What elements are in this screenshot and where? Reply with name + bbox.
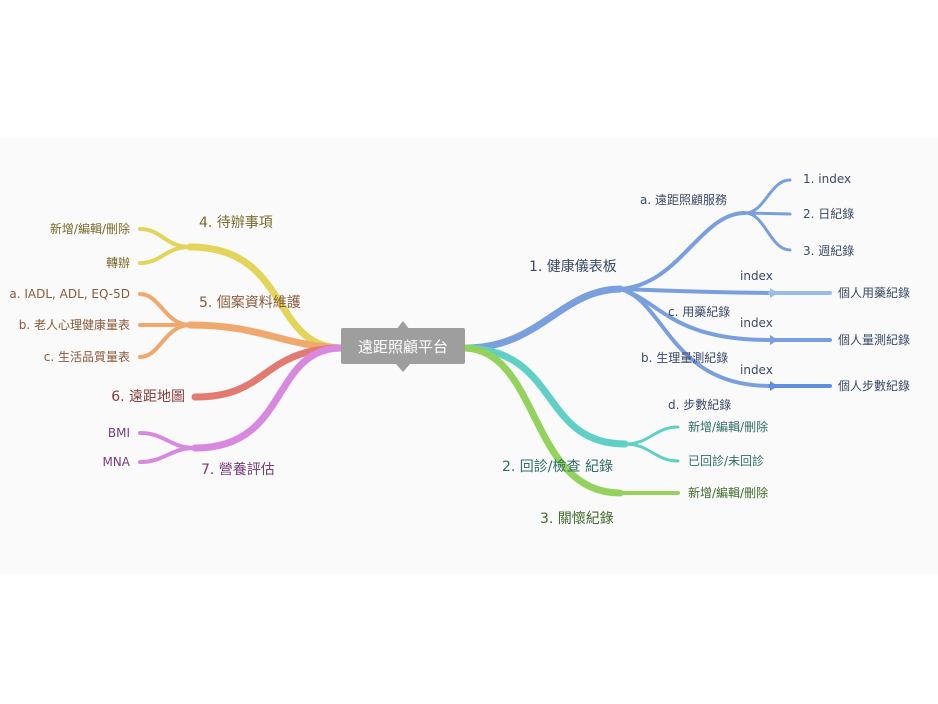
branch-4-item-1[interactable]: 新增/編輯/刪除 <box>50 221 130 236</box>
branch-1-index-label-2[interactable]: index <box>740 316 773 330</box>
branch-5-labels: 5. 個案資料維護 a. IADL, ADL, EQ-5D b. 老人心理健康量… <box>9 287 300 364</box>
branch-7-item-2[interactable]: MNA <box>102 455 130 469</box>
branch-1c-line <box>618 287 772 295</box>
arrow-1b <box>770 335 778 345</box>
branch-5-item-1[interactable]: a. IADL, ADL, EQ-5D <box>9 287 130 301</box>
branch-5-label[interactable]: 5. 個案資料維護 <box>199 294 301 311</box>
branch-1a-item-2[interactable]: 2. 日紀錄 <box>803 206 854 221</box>
branch-5-item-2[interactable]: b. 老人心理健康量表 <box>19 317 130 332</box>
branch-7-lines <box>138 344 344 464</box>
branch-5-item-1-line <box>138 292 192 327</box>
branch-2-item-1-line <box>623 425 680 446</box>
branch-4-item-2-line <box>138 245 192 265</box>
branch-7-item-1-line <box>138 431 197 450</box>
center-node-box <box>341 328 465 364</box>
branch-1c-label[interactable]: c. 用藥紀錄 <box>668 304 730 319</box>
branch-5-item-3[interactable]: c. 生活品質量表 <box>44 349 130 364</box>
branch-3-lines <box>462 344 680 497</box>
branch-4-item-2[interactable]: 轉辦 <box>106 256 130 270</box>
center-node-bottom-notch <box>396 364 410 372</box>
center-node-label: 遠距照顧平台 <box>358 338 448 356</box>
branch-2-main-line <box>462 344 629 448</box>
branch-1-record-1[interactable]: 個人用藥紀錄 <box>838 285 910 300</box>
branch-1-record-3[interactable]: 個人步數紀錄 <box>838 378 910 393</box>
center-node-top-notch <box>396 321 410 330</box>
branch-1-record-2[interactable]: 個人量測紀錄 <box>838 332 910 347</box>
branch-3-label[interactable]: 3. 關懷紀錄 <box>540 511 614 527</box>
branch-1-lines <box>462 178 832 391</box>
branch-1d-label[interactable]: d. 步數紀錄 <box>668 397 731 412</box>
branch-3-main-line <box>462 344 624 497</box>
branch-1d-line <box>618 287 772 388</box>
branch-2-item-2-line <box>623 442 680 463</box>
branch-7-main-line <box>191 344 344 452</box>
branch-1-labels: 1. 健康儀表板 a. 遠距照顧服務 1. index 2. 日紀錄 3. 週紀… <box>529 172 910 412</box>
branch-2-item-1[interactable]: 新增/編輯/刪除 <box>688 419 768 434</box>
branch-1a-item-3[interactable]: 3. 週紀錄 <box>803 243 854 258</box>
branch-6-labels: 6. 遠距地圖 <box>111 389 185 405</box>
branch-4-label[interactable]: 4. 待辦事項 <box>199 215 273 231</box>
branch-3-labels: 3. 關懷紀錄 新增/編輯/刪除 <box>540 485 768 527</box>
center-node[interactable]: 遠距照顧平台 <box>341 321 465 372</box>
branch-7-item-2-line <box>138 446 197 464</box>
branch-1-index-label-1[interactable]: index <box>740 269 773 283</box>
branch-1-label[interactable]: 1. 健康儀表板 <box>529 258 617 275</box>
branch-1a-label[interactable]: a. 遠距照顧服務 <box>640 192 727 207</box>
branch-2-item-2[interactable]: 已回診/未回診 <box>688 453 764 468</box>
branch-7-item-1[interactable]: BMI <box>108 426 130 440</box>
branch-6-label[interactable]: 6. 遠距地圖 <box>111 389 185 405</box>
arrow-1c <box>770 288 778 298</box>
branch-1a-item-1[interactable]: 1. index <box>803 172 851 186</box>
branch-5-main-line <box>186 321 344 352</box>
branch-2-labels: 2. 回診/檢查 紀錄 新增/編輯/刪除 已回診/未回診 <box>502 419 768 475</box>
branch-1-main-line <box>462 285 624 352</box>
branch-7-label[interactable]: 7. 營養評估 <box>201 461 275 478</box>
mind-map-canvas <box>0 138 938 574</box>
branch-1-index-label-3[interactable]: index <box>740 363 773 377</box>
branch-1a-3-line <box>743 211 792 252</box>
branch-1a-2-line <box>743 211 792 216</box>
branch-7-labels: 7. 營養評估 BMI MNA <box>102 426 274 478</box>
branch-2-lines <box>462 344 680 463</box>
arrow-1d <box>770 381 778 391</box>
branch-3-item-1[interactable]: 新增/編輯/刪除 <box>688 485 768 500</box>
branch-1a-line <box>618 211 747 291</box>
branch-1b-label[interactable]: b. 生理量測紀錄 <box>641 350 728 365</box>
branch-2-label[interactable]: 2. 回診/檢查 紀錄 <box>502 458 613 475</box>
branch-1a-1-line <box>743 178 792 215</box>
branch-4-labels: 4. 待辦事項 新增/編輯/刪除 轉辦 <box>50 215 273 270</box>
branch-4-item-1-line <box>138 227 192 249</box>
branch-5-item-3-line <box>138 323 192 359</box>
